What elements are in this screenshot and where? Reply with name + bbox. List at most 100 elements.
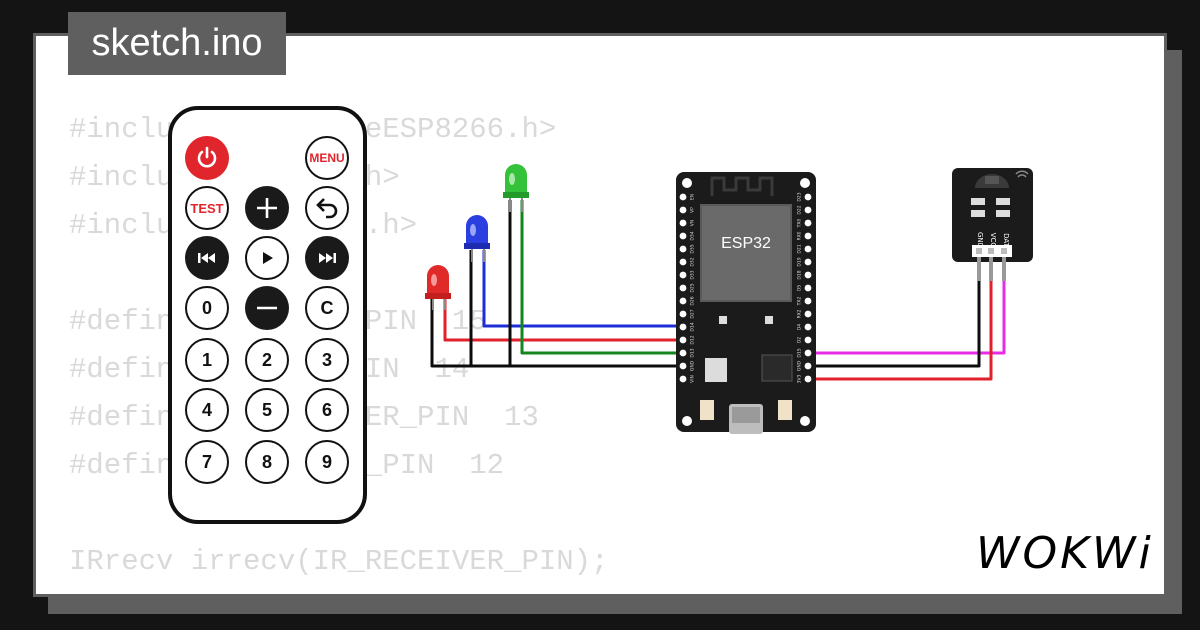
pin-label-left: EN [690, 194, 696, 200]
ir-remote[interactable]: MENU TEST 0 C 1 2 [168, 106, 367, 524]
pin-hole-left[interactable] [679, 284, 687, 292]
pin-label-right: D2 [797, 337, 803, 343]
pin-label-left: VP [690, 207, 696, 213]
test-button[interactable]: TEST [185, 186, 229, 230]
power-icon [197, 146, 217, 168]
wire-black-gnd[interactable] [808, 280, 981, 368]
pin-hole-right[interactable] [804, 206, 812, 214]
pin-label-left: D32 [690, 257, 696, 266]
pin-hole-left[interactable] [679, 219, 687, 227]
pin-hole-left[interactable] [679, 297, 687, 305]
digit-4-button[interactable]: 4 [185, 388, 229, 432]
pin-label-left: D35 [690, 244, 696, 253]
ir-pin-label: GND [976, 232, 984, 248]
digit-5-button[interactable]: 5 [245, 388, 289, 432]
pin-label-right: D22 [797, 205, 803, 214]
pin-hole-left[interactable] [679, 206, 687, 214]
plus-button[interactable] [245, 186, 289, 230]
play-button[interactable] [245, 236, 289, 280]
wire-green[interactable] [520, 200, 682, 355]
pin-hole-left[interactable] [679, 349, 687, 357]
digit-6-button[interactable]: 6 [305, 388, 349, 432]
pin-label-right: GND [797, 360, 803, 371]
pin-label-right: D5 [797, 285, 803, 291]
wokwi-logo: WOKWi [976, 528, 1154, 579]
pin-hole-right[interactable] [804, 310, 812, 318]
pin-label-left: VN [690, 220, 696, 226]
pin-hole-left[interactable] [679, 258, 687, 266]
menu-button[interactable]: MENU [305, 136, 349, 180]
pin-hole-left[interactable] [679, 232, 687, 240]
pin-hole-left[interactable] [679, 362, 687, 370]
digit-7-button[interactable]: 7 [185, 440, 229, 484]
pin-hole-left[interactable] [679, 193, 687, 201]
pin-hole-right[interactable] [804, 362, 812, 370]
pin-label-right: D18 [797, 270, 803, 279]
pin-hole-right[interactable] [804, 284, 812, 292]
pin-label-right: D19 [797, 257, 803, 266]
ir-pin-label: VCC [989, 233, 997, 248]
back-button[interactable] [305, 186, 349, 230]
wire-red-vcc[interactable] [808, 280, 993, 381]
pin-label-right: RX2 [797, 309, 803, 318]
pin-hole-right[interactable] [804, 245, 812, 253]
pin-hole-left[interactable] [679, 245, 687, 253]
pin-hole-left[interactable] [679, 310, 687, 318]
pin-label-left: D34 [690, 231, 696, 240]
esp32-label: ESP32 [721, 235, 771, 252]
pin-label-left: D33 [690, 270, 696, 279]
rewind-icon [198, 253, 215, 263]
previous-button[interactable] [185, 236, 229, 280]
c-button[interactable]: C [305, 286, 349, 330]
pin-label-right: D15 [797, 348, 803, 357]
pin-label-right: D23 [797, 192, 803, 201]
led-red[interactable] [425, 265, 451, 310]
minus-button[interactable] [245, 286, 289, 330]
wire-blue[interactable] [482, 250, 682, 328]
led-green[interactable] [503, 164, 529, 212]
pin-label-left: GND [690, 360, 696, 371]
play-icon [263, 252, 273, 264]
ir-receiver-module[interactable]: GND VCC DAT [952, 168, 1033, 281]
pin-label-right: TX2 [797, 297, 803, 307]
pin-hole-right[interactable] [804, 258, 812, 266]
filename-tab[interactable]: sketch.ino [68, 12, 286, 75]
next-button[interactable] [305, 236, 349, 280]
signal-icon [1015, 170, 1029, 178]
pin-hole-left[interactable] [679, 336, 687, 344]
pin-label-right: D4 [797, 324, 803, 330]
pin-hole-right[interactable] [804, 323, 812, 331]
pin-hole-left[interactable] [679, 375, 687, 383]
pin-hole-right[interactable] [804, 297, 812, 305]
pin-hole-right[interactable] [804, 375, 812, 383]
pin-hole-right[interactable] [804, 193, 812, 201]
led-blue[interactable] [464, 215, 490, 262]
pin-hole-left[interactable] [679, 323, 687, 331]
esp32-board[interactable]: ESP32 ENVPVND34D35D32D33D25D26D27D14D12D… [676, 172, 816, 434]
code-line: decode_results results; [69, 586, 609, 594]
pin-hole-right[interactable] [804, 219, 812, 227]
digit-0-button[interactable]: 0 [185, 286, 229, 330]
pin-label-right: D21 [797, 244, 803, 253]
pin-label-left: D26 [690, 296, 696, 305]
pin-hole-right[interactable] [804, 349, 812, 357]
digit-3-button[interactable]: 3 [305, 338, 349, 382]
pin-hole-left[interactable] [679, 271, 687, 279]
pin-label-left: D13 [690, 348, 696, 357]
digit-1-button[interactable]: 1 [185, 338, 229, 382]
wire-magenta[interactable] [808, 280, 1006, 355]
pin-hole-right[interactable] [804, 232, 812, 240]
left-pin-header: ENVPVND34D35D32D33D25D26D27D14D12D13GNDV… [679, 193, 696, 383]
pin-label-right: RX0 [797, 231, 803, 240]
digit-8-button[interactable]: 8 [245, 440, 289, 484]
digit-9-button[interactable]: 9 [305, 440, 349, 484]
power-button[interactable] [185, 136, 229, 180]
wire-black-led[interactable] [430, 298, 682, 368]
pin-hole-right[interactable] [804, 271, 812, 279]
right-pin-header: D23D22TX0RX0D21D19D18D5TX2RX2D4D2D15GND3… [797, 192, 812, 383]
digit-2-button[interactable]: 2 [245, 338, 289, 382]
wire-red-led[interactable] [443, 298, 682, 342]
pin-hole-right[interactable] [804, 336, 812, 344]
plus-icon [257, 198, 277, 218]
